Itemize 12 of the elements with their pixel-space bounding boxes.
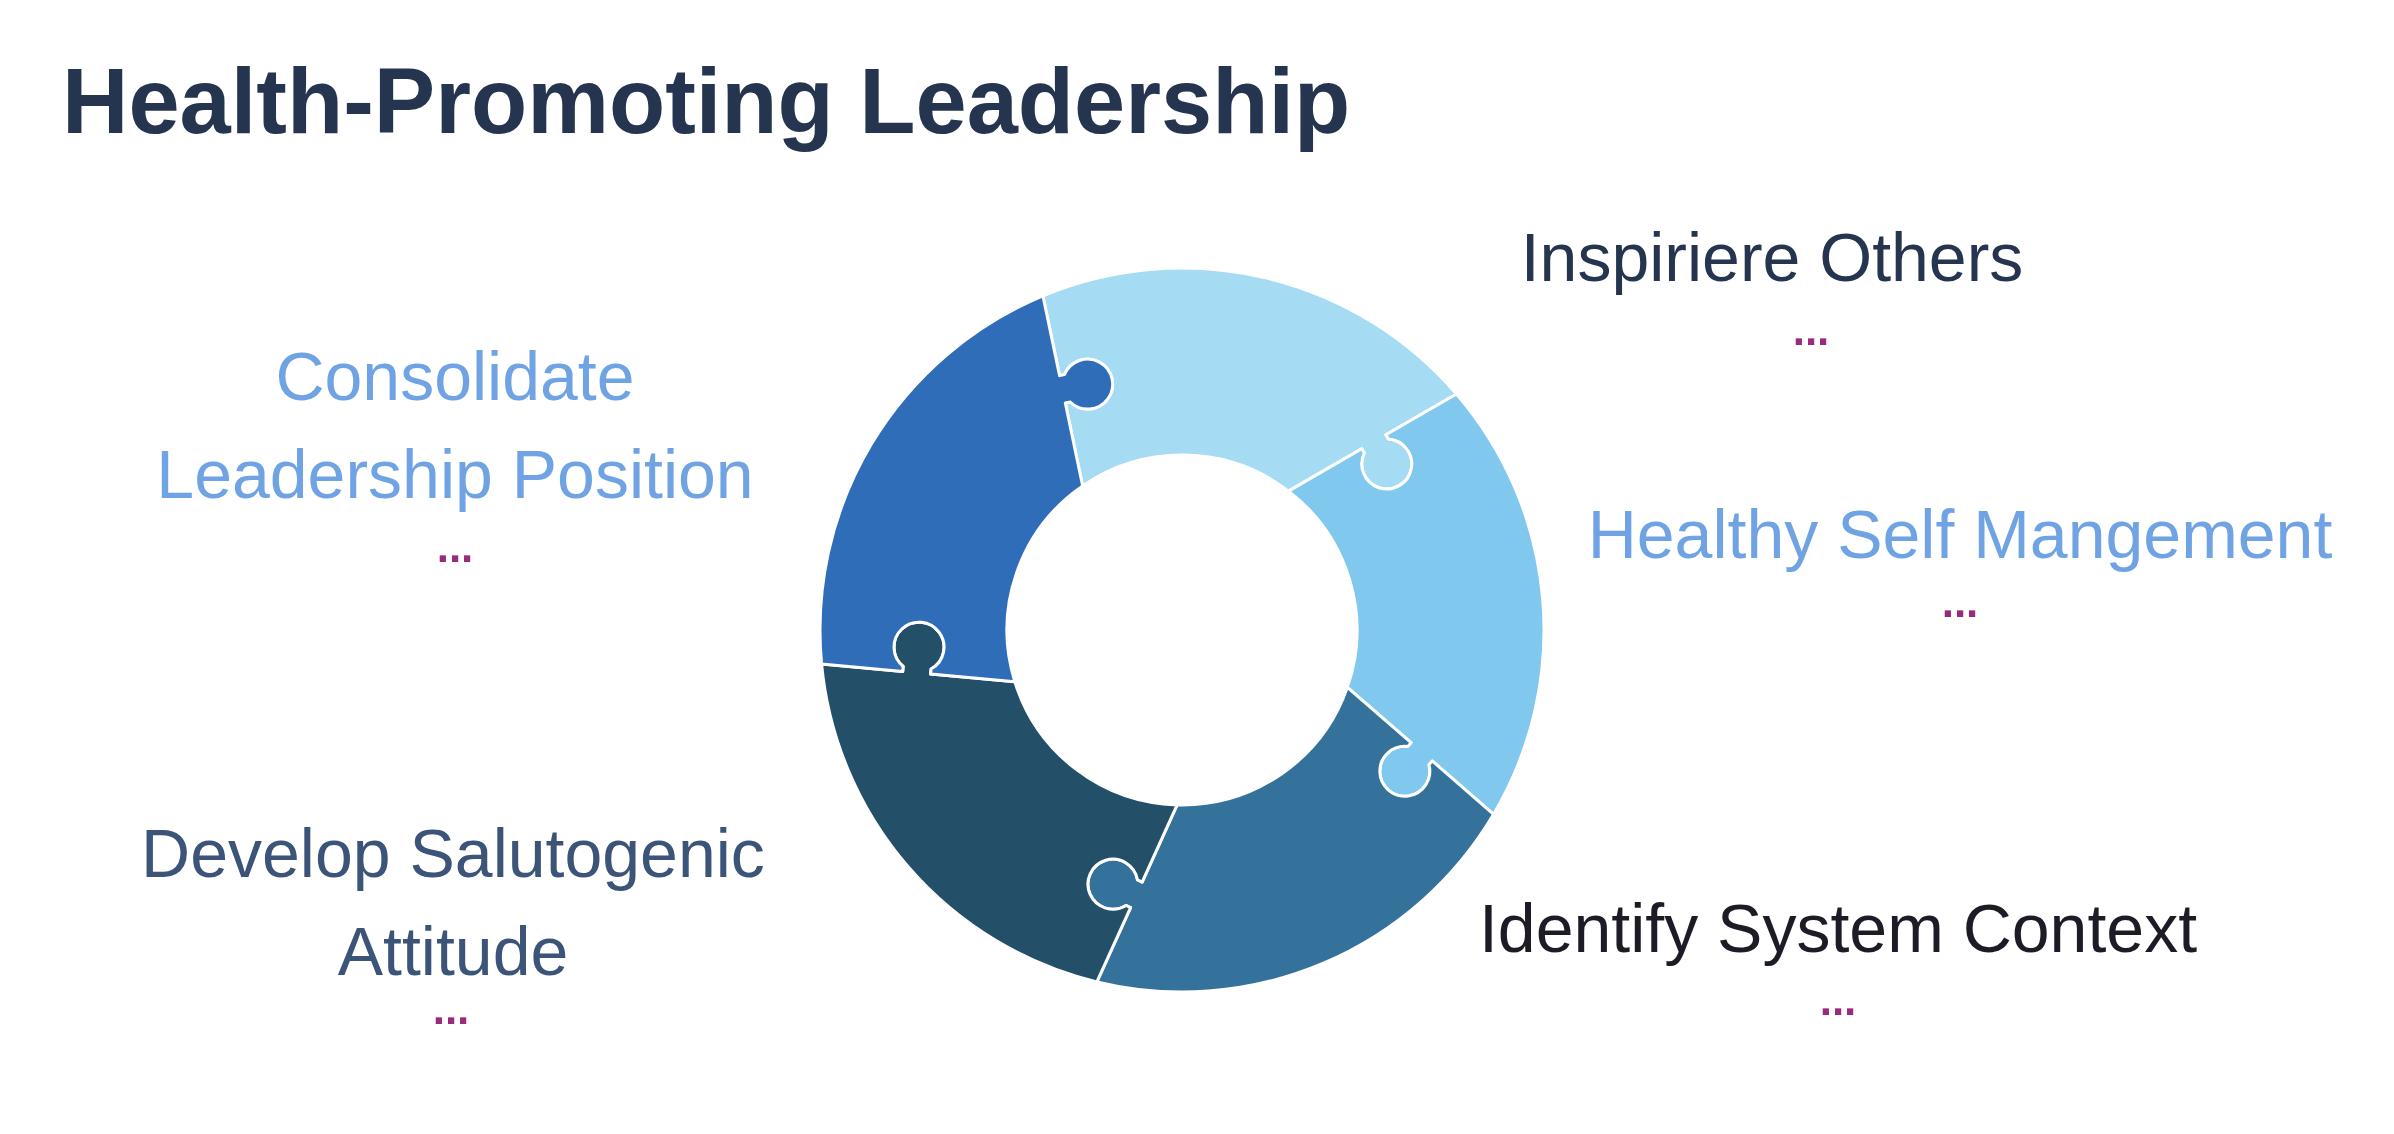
piece-label: Identify System Context	[1478, 889, 2198, 967]
ellipsis-text: ...	[1819, 1007, 1857, 1016]
ellipsis-text: ...	[1941, 609, 1979, 618]
piece-label: Consolidate Leadership Position	[155, 337, 755, 514]
ellipsis-text: ...	[432, 1016, 470, 1025]
ellipsis-text: ...	[436, 554, 474, 563]
diagram-title: Health-Promoting Leadership	[62, 49, 1351, 154]
piece-label: Healthy Self Mangement	[1587, 495, 2333, 573]
piece-label: Inspiriere Others	[1520, 218, 2024, 296]
puzzle-piece	[818, 294, 1115, 684]
ellipsis-text: ...	[1792, 337, 1830, 346]
piece-label: Develop Salutogenic Attitude	[140, 814, 766, 991]
